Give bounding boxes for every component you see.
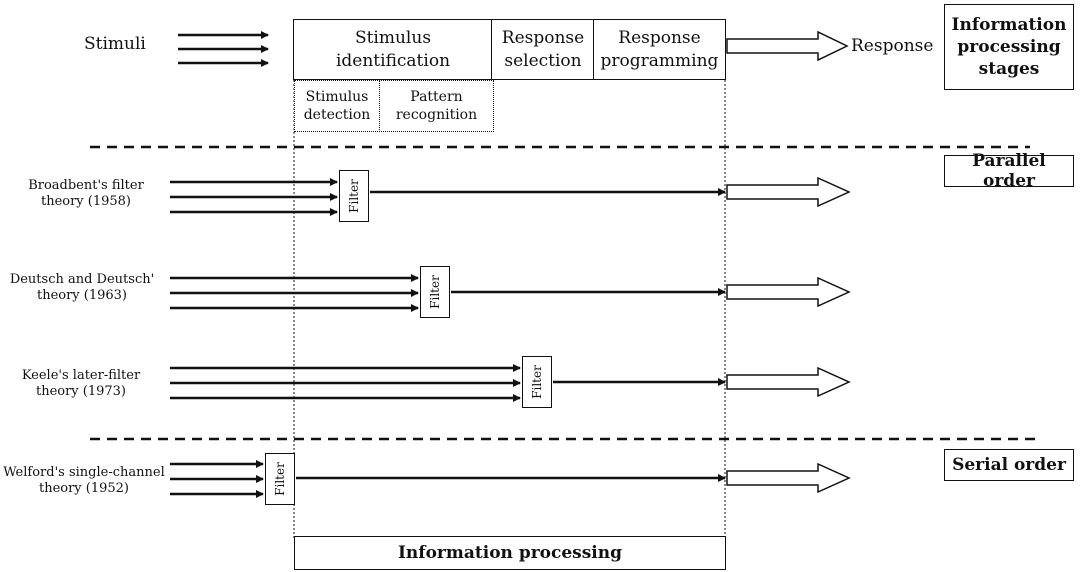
response-selection-box: Response selection — [491, 19, 595, 80]
stimuli-arrows — [178, 31, 269, 67]
parallel-order-label: Parallel order — [972, 151, 1046, 191]
pattern-recognition-box: Pattern recognition — [379, 80, 494, 132]
filter-box-broadbent: Filter — [339, 170, 369, 222]
info-processing-stages-label: Information processing stages — [951, 14, 1067, 80]
response-programming-box: Response programming — [593, 19, 726, 80]
serial-order-label: Serial order — [952, 455, 1066, 475]
filter-box-deutsch: Filter — [420, 266, 450, 318]
serial-order-box: Serial order — [944, 449, 1074, 481]
filter-label: Filter — [530, 365, 545, 399]
stimulus-identification-label: Stimulus identification — [335, 28, 451, 71]
response-programming-label: Response programming — [600, 28, 719, 71]
pattern-recognition-label: Pattern recognition — [395, 88, 478, 123]
theory-label-welford: Welford's single-channel theory (1952) — [3, 465, 165, 497]
stimulus-detection-box: Stimulus detection — [294, 80, 380, 132]
filter-label: Filter — [273, 462, 288, 496]
stimulus-detection-label: Stimulus detection — [303, 88, 371, 123]
filter-label: Filter — [428, 275, 443, 309]
filter-box-keele: Filter — [522, 356, 552, 408]
response-selection-label: Response selection — [501, 28, 585, 71]
theory-label-deutsch: Deutsch and Deutsch' theory (1963) — [9, 272, 155, 304]
info-processing-stages-box: Information processing stages — [944, 4, 1074, 90]
information-processing-box: Information processing — [294, 536, 726, 570]
theory-label-keele: Keele's later-filter theory (1973) — [21, 368, 141, 400]
parallel-order-box: Parallel order — [944, 151, 1074, 191]
stimuli-label: Stimuli — [84, 34, 146, 54]
response-label: Response — [851, 36, 934, 56]
stimulus-identification-box: Stimulus identification — [293, 19, 493, 80]
theory-label-broadbent: Broadbent's filter theory (1958) — [28, 178, 144, 210]
filter-label: Filter — [347, 179, 362, 213]
information-processing-label: Information processing — [397, 543, 623, 563]
response-arrow-top — [726, 30, 849, 62]
filter-box-welford: Filter — [265, 453, 295, 505]
